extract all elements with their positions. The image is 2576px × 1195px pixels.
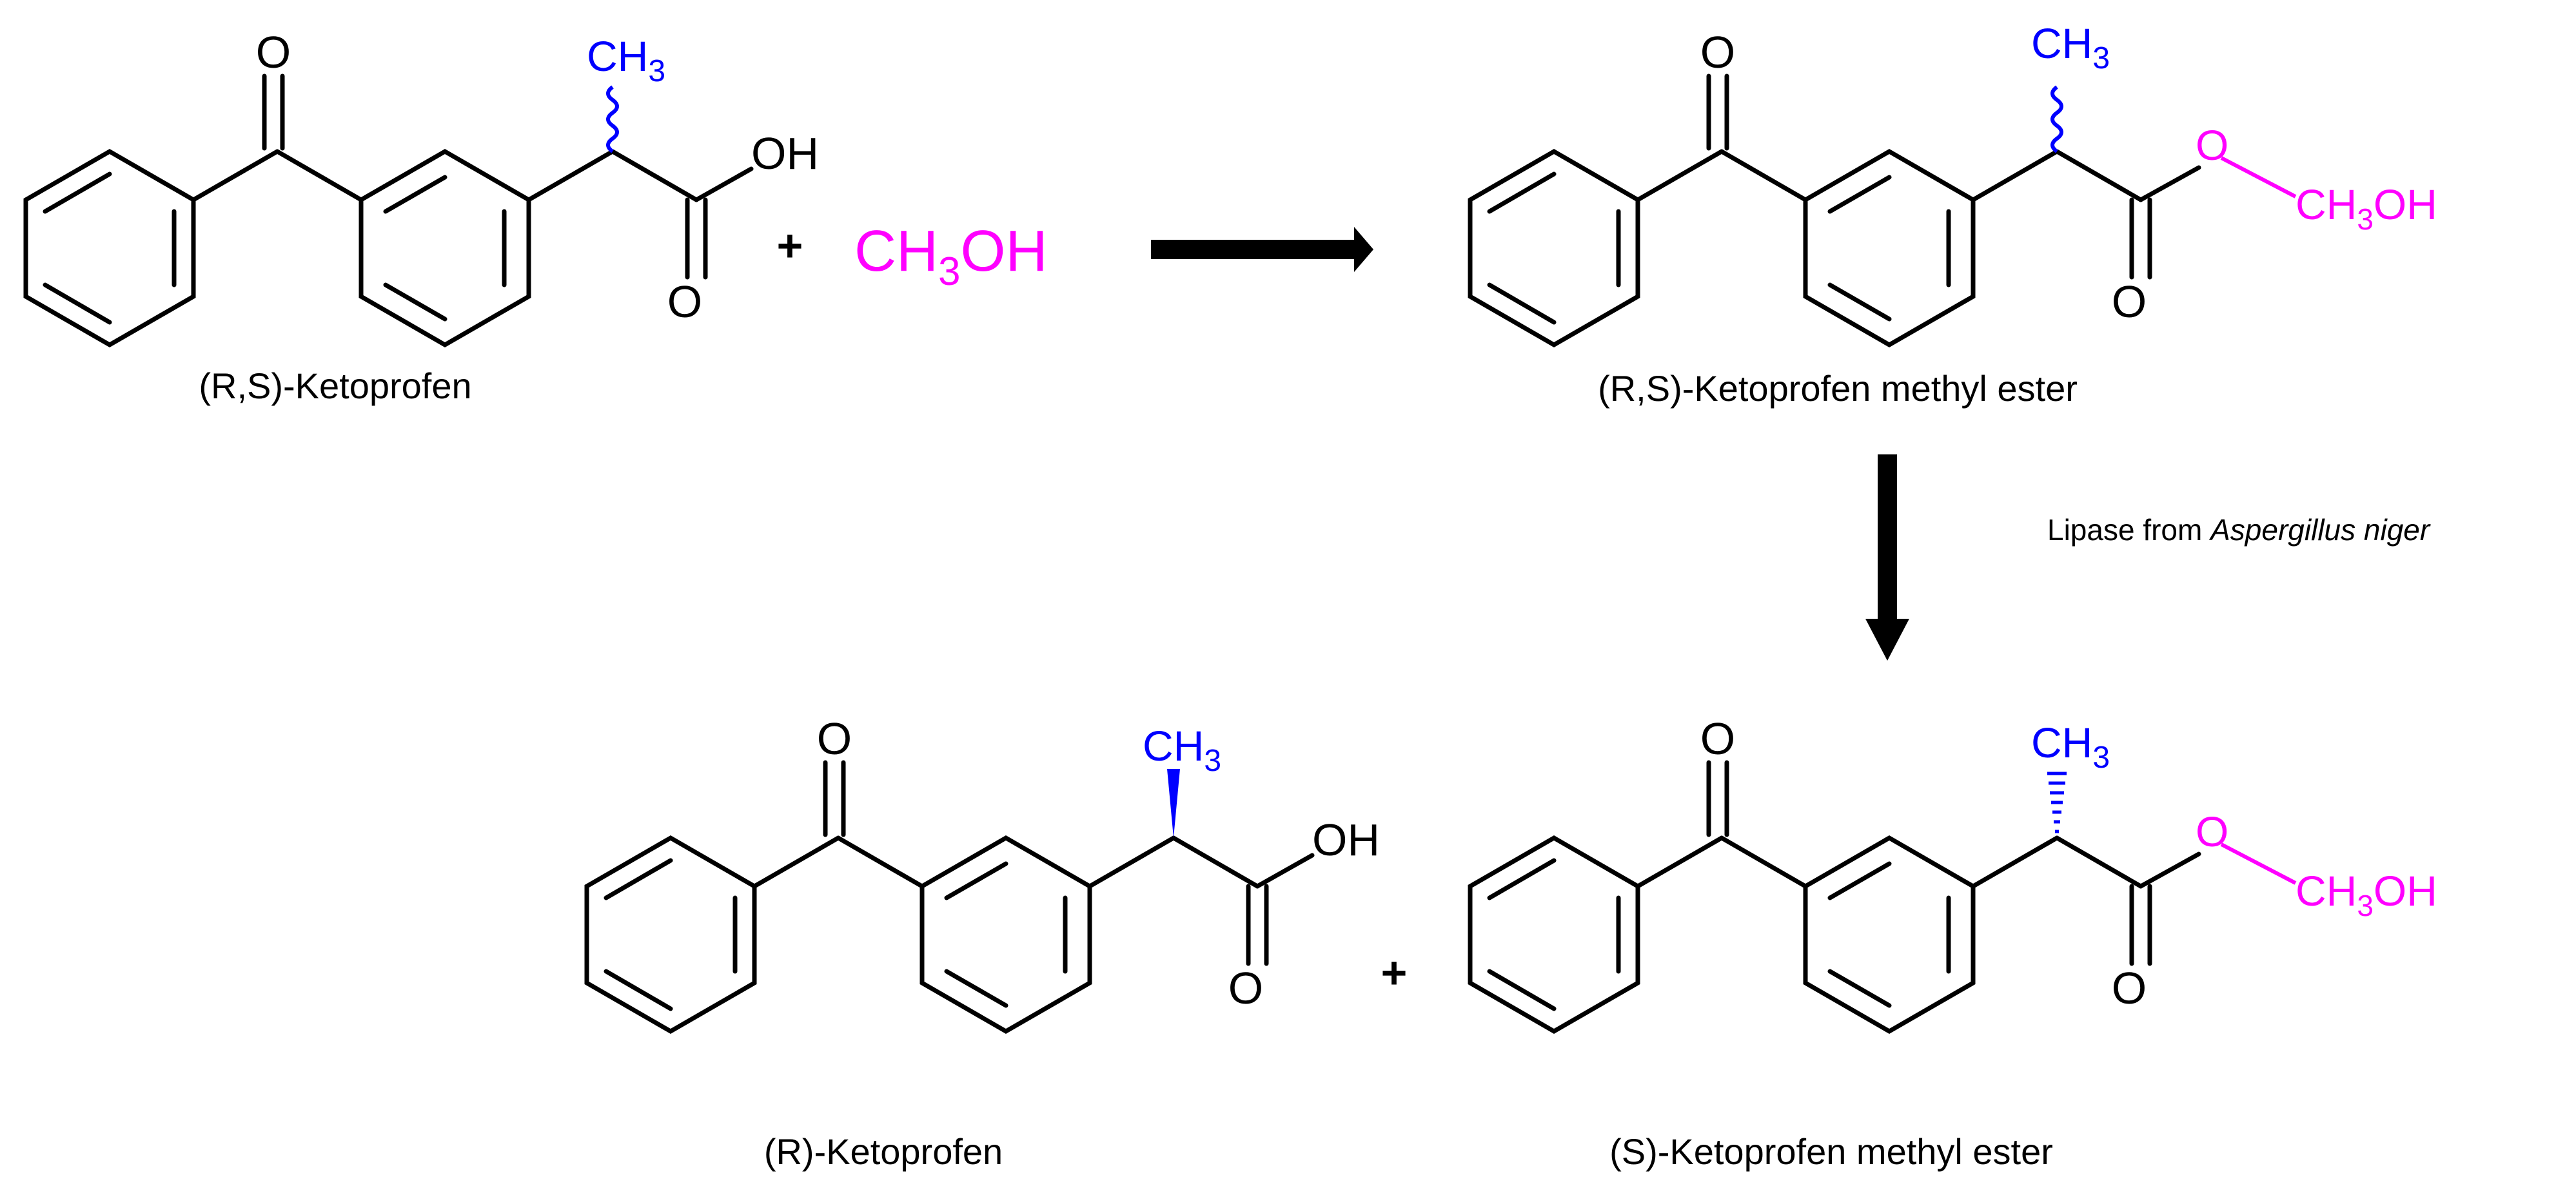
oxygen-label: O [1228, 963, 1263, 1013]
ester-o-methyl-bond [2220, 156, 2297, 199]
compound-caption: (S)-Ketoprofen methyl ester [1609, 1131, 2053, 1172]
oxygen-label: O [1700, 27, 1735, 77]
oxygen-label: O [1700, 714, 1735, 764]
reaction-condition: Lipase from Aspergillus niger [2047, 513, 2431, 547]
molecule-rs-ketoprofen-methyl-ester: O O O CH3OH CH3 (R,S)-Ketoprofen methyl … [1468, 19, 2437, 409]
skeleton [1468, 73, 2201, 348]
skeleton [1468, 760, 2201, 1035]
enzymatic-arrow [1865, 454, 1909, 661]
molecule-rs-ketoprofen: O OH O CH3 (R,S)-Ketoprofen [23, 27, 819, 406]
plus-sign: + [777, 220, 803, 271]
plus-sign: + [1381, 947, 1408, 998]
hydroxyl-label: OH [1312, 815, 1380, 865]
molecule-r-ketoprofen: O OH O CH3 (R)-Ketoprofen [584, 714, 1380, 1172]
molecule-s-ketoprofen-methyl-ester: O O O CH3OH CH3 (S)-Ketoprofen methyl es… [1468, 714, 2437, 1172]
oxygen-label: O [256, 27, 291, 77]
compound-caption: (R,S)-Ketoprofen [199, 365, 471, 406]
oxygen-label: O [817, 714, 852, 764]
compound-caption: (R)-Ketoprofen [764, 1131, 1003, 1172]
skeleton [23, 73, 754, 348]
stereo-bond-wavy [2050, 85, 2063, 153]
reaction-arrow [1151, 227, 1373, 272]
methyl-label: CH3 [1143, 722, 1221, 778]
ester-oxygen-label: O [2196, 121, 2228, 169]
methyl-label: CH3 [587, 32, 665, 88]
oxygen-label: O [2112, 963, 2147, 1013]
methanol-reagent: CH3OH [854, 219, 1047, 294]
stereo-bond-hash [2047, 772, 2067, 833]
ester-oxygen-label: O [2196, 808, 2228, 855]
methyl-label: CH3 [2031, 19, 2110, 75]
stereo-bond-wedge [1167, 769, 1180, 838]
oxygen-label: O [2112, 277, 2147, 327]
stereo-bond-wavy [606, 85, 619, 153]
ester-o-methyl-bond [2220, 842, 2297, 885]
oxygen-label: O [667, 277, 702, 327]
methyl-label: CH3 [2031, 719, 2110, 775]
hydroxyl-label: OH [751, 128, 819, 179]
skeleton [584, 760, 1315, 1035]
methanol-group-label: CH3OH [2296, 180, 2437, 236]
compound-caption: (R,S)-Ketoprofen methyl ester [1598, 368, 2078, 409]
methanol-group-label: CH3OH [2296, 867, 2437, 922]
